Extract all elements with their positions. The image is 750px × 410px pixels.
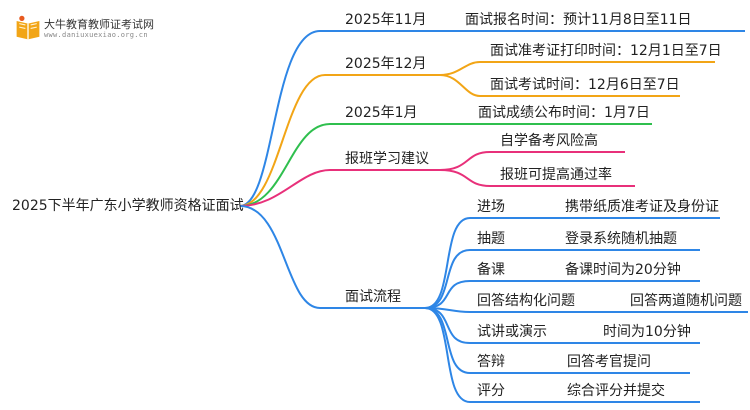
branch-dec-label: 2025年12月	[345, 56, 427, 72]
connector-step-1	[424, 217, 720, 309]
step-4-name: 回答结构化问题	[477, 293, 575, 309]
connector-step-2	[424, 249, 700, 309]
step-6-desc: 回答考官提问	[567, 354, 651, 370]
branch-nov-label: 2025年11月	[345, 12, 427, 28]
connector-dec-detail1	[439, 61, 715, 76]
jan-detail: 面试成绩公布时间：1月7日	[478, 105, 650, 121]
step-5-name: 试讲或演示	[477, 324, 547, 340]
step-2-name: 抽题	[477, 231, 505, 247]
connector-advice-item1	[439, 151, 625, 171]
step-5-desc: 时间为10分钟	[603, 324, 691, 340]
advice-item-2: 报班可提高通过率	[500, 167, 612, 183]
root-node: 2025下半年广东小学教师资格证面试	[12, 198, 244, 214]
step-6-name: 答辩	[477, 354, 505, 370]
step-2-desc: 登录系统随机抽题	[565, 231, 677, 247]
connector-root-jan	[239, 123, 440, 207]
dec-detail-2: 面试考试时间：12月6日至7日	[490, 77, 680, 93]
step-7-desc: 综合评分并提交	[567, 383, 665, 399]
step-3-desc: 备课时间为20分钟	[565, 262, 681, 278]
step-4-desc: 回答两道随机问题	[630, 293, 742, 309]
branch-process-label: 面试流程	[345, 289, 401, 305]
advice-item-1: 自学备考风险高	[500, 133, 598, 149]
connector-root-advice	[239, 169, 440, 207]
connector-advice-item2	[439, 169, 635, 187]
connector-root-nov	[239, 30, 440, 207]
step-1-desc: 携带纸质准考证及身份证	[565, 199, 719, 215]
brand-logo-title: 大牛教育教师证考试网	[44, 18, 154, 31]
step-1-name: 进场	[477, 199, 505, 215]
brand-logo-url: www.daniuxuexiao.org.cn	[44, 31, 148, 39]
branch-jan-label: 2025年1月	[345, 105, 418, 121]
connector-step-7	[424, 307, 700, 403]
branch-advice-label: 报班学习建议	[345, 151, 429, 167]
nov-detail: 面试报名时间：预计11月8日至11日	[465, 12, 692, 28]
dec-detail-1: 面试准考证打印时间：12月1日至7日	[490, 43, 722, 59]
connector-dec-detail2	[439, 74, 680, 97]
connector-root-process	[239, 205, 425, 309]
brand-logo-icon	[16, 15, 40, 40]
connector-step-3	[424, 280, 700, 309]
connector-root-dec	[239, 74, 440, 207]
step-3-name: 备课	[477, 262, 505, 278]
step-7-name: 评分	[477, 383, 505, 399]
